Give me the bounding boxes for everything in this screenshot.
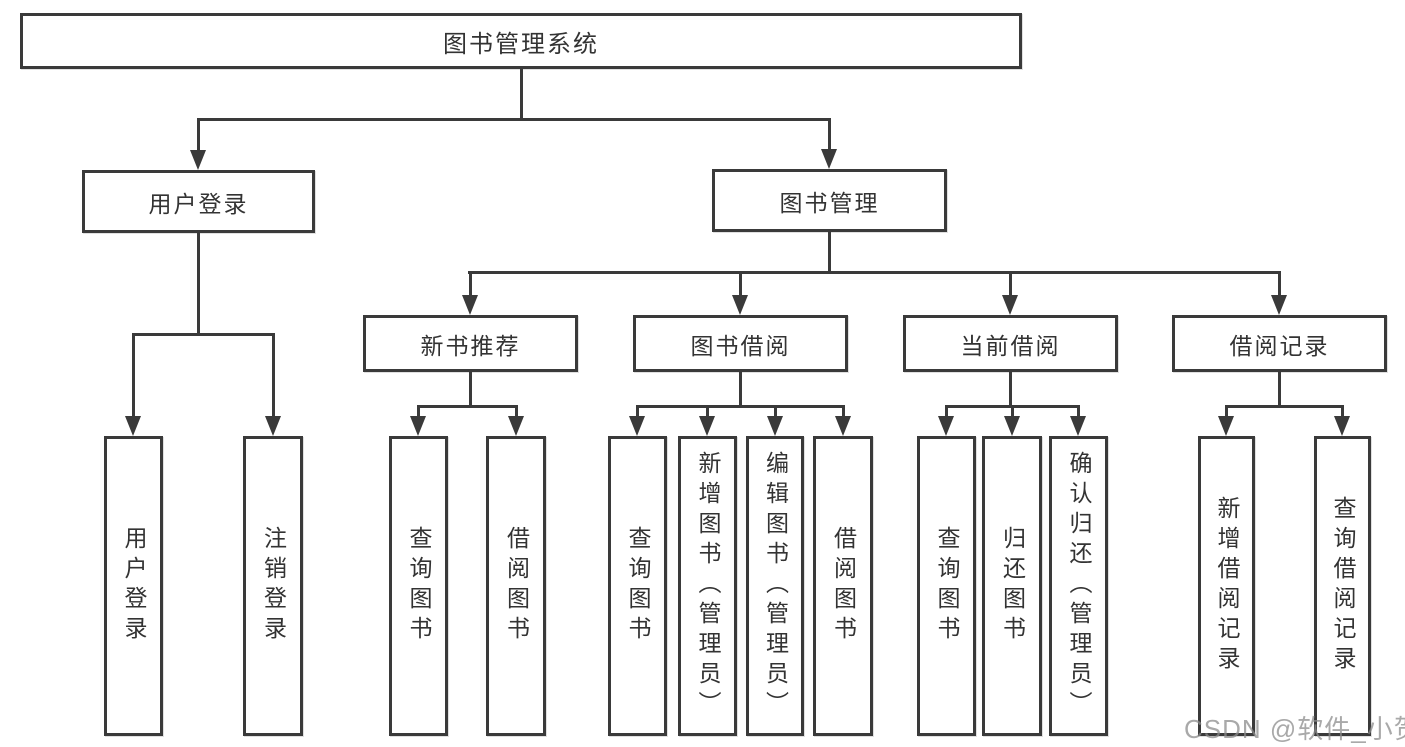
connector-line xyxy=(469,372,472,408)
connector-line xyxy=(469,271,472,297)
leaf-br-add-record-label: 新增借阅记录 xyxy=(1214,496,1240,676)
connector-line xyxy=(1225,405,1344,408)
arrow-down-icon xyxy=(1002,295,1018,315)
connector-line xyxy=(706,405,709,419)
node-user-login: 用户登录 xyxy=(82,170,315,233)
connector-line xyxy=(774,405,777,419)
arrow-down-icon xyxy=(1334,416,1350,436)
leaf-bb-borrow-books: 借阅图书 xyxy=(813,436,873,736)
arrow-down-icon xyxy=(1218,416,1234,436)
arrow-down-icon xyxy=(732,295,748,315)
node-current-borrow-label: 当前借阅 xyxy=(960,332,1061,359)
leaf-cb-query-books-label: 查询图书 xyxy=(934,526,960,646)
leaf-br-query-record: 查询借阅记录 xyxy=(1314,436,1371,736)
arrow-down-icon xyxy=(265,416,281,436)
connector-line xyxy=(520,69,523,121)
node-book-borrow: 图书借阅 xyxy=(633,315,848,372)
arrow-down-icon xyxy=(190,150,206,170)
node-current-borrow: 当前借阅 xyxy=(903,315,1118,372)
leaf-nb-query-books-label: 查询图书 xyxy=(406,526,432,646)
connector-line xyxy=(1278,372,1281,408)
arrow-down-icon xyxy=(699,416,715,436)
node-new-book-recommend-label: 新书推荐 xyxy=(420,332,521,359)
connector-line xyxy=(636,405,844,408)
leaf-nb-query-books: 查询图书 xyxy=(389,436,448,736)
arrow-down-icon xyxy=(125,416,141,436)
connector-line xyxy=(636,405,639,419)
arrow-down-icon xyxy=(938,416,954,436)
connector-line xyxy=(842,405,845,419)
connector-line xyxy=(132,333,275,336)
connector-line xyxy=(1225,405,1228,419)
leaf-br-query-record-label: 查询借阅记录 xyxy=(1330,496,1356,676)
leaf-bb-borrow-books-label: 借阅图书 xyxy=(830,526,857,646)
leaf-cb-query-books: 查询图书 xyxy=(917,436,976,736)
leaf-bb-query-books-label: 查询图书 xyxy=(625,526,651,646)
arrow-down-icon xyxy=(462,295,478,315)
leaf-logout: 注销登录 xyxy=(243,436,303,736)
leaf-bb-add-books-admin: 新增图书（管理员） xyxy=(678,436,737,736)
arrow-down-icon xyxy=(1004,416,1020,436)
node-book-borrow-label: 图书借阅 xyxy=(690,332,791,359)
connector-line xyxy=(1009,372,1012,408)
leaf-nb-borrow-books: 借阅图书 xyxy=(486,436,546,736)
connector-line xyxy=(1009,271,1012,297)
arrow-down-icon xyxy=(1070,416,1086,436)
leaf-cb-return-books: 归还图书 xyxy=(982,436,1042,736)
node-root-system: 图书管理系统 xyxy=(20,13,1022,69)
node-book-management: 图书管理 xyxy=(712,169,947,232)
connector-line xyxy=(828,232,831,274)
node-root-label: 图书管理系统 xyxy=(443,30,599,58)
node-new-book-recommend: 新书推荐 xyxy=(363,315,578,372)
leaf-cb-confirm-return-admin: 确认归还（管理员） xyxy=(1049,436,1108,736)
node-book-management-label: 图书管理 xyxy=(779,189,880,216)
connector-line xyxy=(945,405,948,419)
leaf-br-add-record: 新增借阅记录 xyxy=(1198,436,1255,736)
connector-line xyxy=(468,271,1281,274)
arrow-down-icon xyxy=(821,149,837,169)
leaf-logout-label: 注销登录 xyxy=(260,526,287,646)
connector-line xyxy=(515,405,518,419)
connector-line xyxy=(417,405,420,419)
leaf-user-login: 用户登录 xyxy=(104,436,163,736)
leaf-user-login-label: 用户登录 xyxy=(121,526,147,646)
leaf-bb-edit-books-admin-label: 编辑图书（管理员） xyxy=(762,451,789,721)
connector-line xyxy=(1341,405,1344,419)
arrow-down-icon xyxy=(629,416,645,436)
arrow-down-icon xyxy=(410,416,426,436)
connector-line xyxy=(1011,405,1014,419)
arrow-down-icon xyxy=(835,416,851,436)
connector-line xyxy=(132,333,135,418)
node-user-login-label: 用户登录 xyxy=(148,190,249,217)
leaf-bb-add-books-admin-label: 新增图书（管理员） xyxy=(695,451,721,721)
leaf-cb-confirm-return-admin-label: 确认归还（管理员） xyxy=(1066,451,1092,721)
arrow-down-icon xyxy=(767,416,783,436)
connector-line xyxy=(197,233,200,336)
connector-line xyxy=(417,405,518,408)
arrow-down-icon xyxy=(1271,295,1287,315)
connector-line xyxy=(197,118,200,152)
leaf-cb-return-books-label: 归还图书 xyxy=(999,526,1026,646)
arrow-down-icon xyxy=(508,416,524,436)
node-borrow-records-label: 借阅记录 xyxy=(1229,332,1330,359)
connector-line xyxy=(739,271,742,297)
leaf-bb-query-books: 查询图书 xyxy=(608,436,667,736)
connector-line xyxy=(272,333,275,418)
connector-line xyxy=(828,118,831,152)
connector-line xyxy=(197,118,831,121)
connector-line xyxy=(1077,405,1080,419)
leaf-bb-edit-books-admin: 编辑图书（管理员） xyxy=(746,436,804,736)
leaf-nb-borrow-books-label: 借阅图书 xyxy=(503,526,530,646)
node-borrow-records: 借阅记录 xyxy=(1172,315,1387,372)
connector-line xyxy=(739,372,742,408)
connector-line xyxy=(1278,271,1281,297)
csdn-watermark: CSDN @软件_小贺同学 xyxy=(1184,714,1405,744)
